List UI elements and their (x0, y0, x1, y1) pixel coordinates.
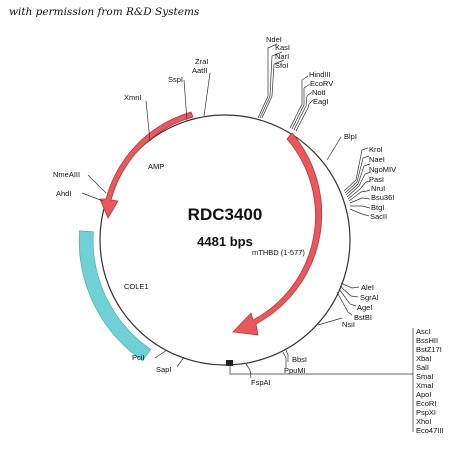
site-label-apoi: ApoI (416, 390, 431, 399)
site-label-nmeaiii: NmeAIII (53, 170, 80, 179)
site-label-blpi: BlpI (344, 132, 357, 141)
site-label-sfoi: SfoI (275, 61, 288, 70)
site-label-xhoi: XhoI (416, 417, 431, 426)
site-label-ppumi: PpuMI (284, 366, 306, 375)
feature-mthbd-arrow (232, 132, 323, 336)
label-cole1: COLE1 (124, 282, 149, 291)
site-label-nari: NarI (275, 52, 289, 61)
site-label-sapi: SapI (156, 365, 171, 374)
site-label-sspi: SspI (168, 75, 183, 84)
feature-amp-arrow (99, 111, 194, 219)
site-label-alei: AleI (361, 283, 374, 292)
site-label-bsshii: BssHII (416, 336, 438, 345)
site-label-bbsi: BbsI (292, 355, 307, 364)
label-amp: AMP (148, 162, 164, 171)
site-label-smai: SmaI (416, 372, 434, 381)
site-label-bstz17i: BstZ17I (416, 345, 442, 354)
site-label-kasi: KasI (275, 43, 290, 52)
site-label-ecori: EcoRI (416, 399, 436, 408)
site-label-xmni: XmnI (124, 93, 142, 102)
sites-lower-right: AleI SgrAI AgeI BstBI NsiI BbsI PpuMI Fs… (251, 283, 379, 387)
site-label-sali: SalI (416, 363, 429, 372)
site-label-eagi: EagI (313, 97, 328, 106)
site-label-btgi: BtgI (371, 203, 384, 212)
site-label-agei: AgeI (357, 303, 372, 312)
site-label-sacii: SacII (370, 212, 387, 221)
plasmid-name: RDC3400 (188, 205, 263, 224)
label-mthbd: mTHBD (1-577) (252, 248, 305, 257)
site-label-ecorv: EcoRV (310, 79, 333, 88)
sites-left: NmeAIII AhdI PciI SapI (53, 170, 171, 374)
site-label-pspxi: PspXI (416, 408, 436, 417)
site-label-eco47iii: Eco47III (416, 426, 444, 435)
site-label-pcii: PciI (132, 353, 145, 362)
site-label-hindiii: HindIII (309, 70, 331, 79)
site-label-zrai: ZraI (195, 57, 208, 66)
backbone-circle (99, 114, 351, 366)
site-label-naei: NaeI (369, 155, 385, 164)
site-lines (81, 43, 414, 432)
site-label-asci: AscI (416, 327, 431, 336)
sites-right: BlpI KroI NaeI NgoMIV PasI NruI Bsu36I B… (344, 132, 396, 221)
site-label-xmai: XmaI (416, 381, 434, 390)
site-label-sgrai: SgrAI (360, 293, 379, 302)
site-label-noti: NotI (312, 88, 326, 97)
site-label-ngomiv: NgoMIV (369, 165, 396, 174)
site-label-ndei: NdeI (266, 35, 282, 44)
feature-cole1 (78, 230, 152, 362)
sites-top: ZraI AatII SspI XmnI NdeI KasI NarI SfoI… (124, 35, 333, 106)
plasmid-size: 4481 bps (197, 234, 253, 249)
site-label-nrui: NruI (371, 184, 385, 193)
site-label-bstbi: BstBI (354, 313, 372, 322)
mcs-site-stack: AscI BssHII BstZ17I XbaI SalI SmaI XmaI … (416, 327, 444, 435)
site-label-aatii: AatII (192, 66, 207, 75)
site-label-pasi: PasI (369, 175, 384, 184)
site-label-bsu36i: Bsu36I (371, 193, 394, 202)
site-label-fspai: FspAI (251, 378, 271, 387)
site-label-ahdi: AhdI (56, 189, 71, 198)
site-label-kroi: KroI (369, 145, 383, 154)
site-label-xbai: XbaI (416, 354, 431, 363)
credit-text: with permission from R&D Systems (9, 6, 200, 18)
site-label-nsii: NsiI (342, 320, 355, 329)
mcs-block (226, 360, 233, 366)
